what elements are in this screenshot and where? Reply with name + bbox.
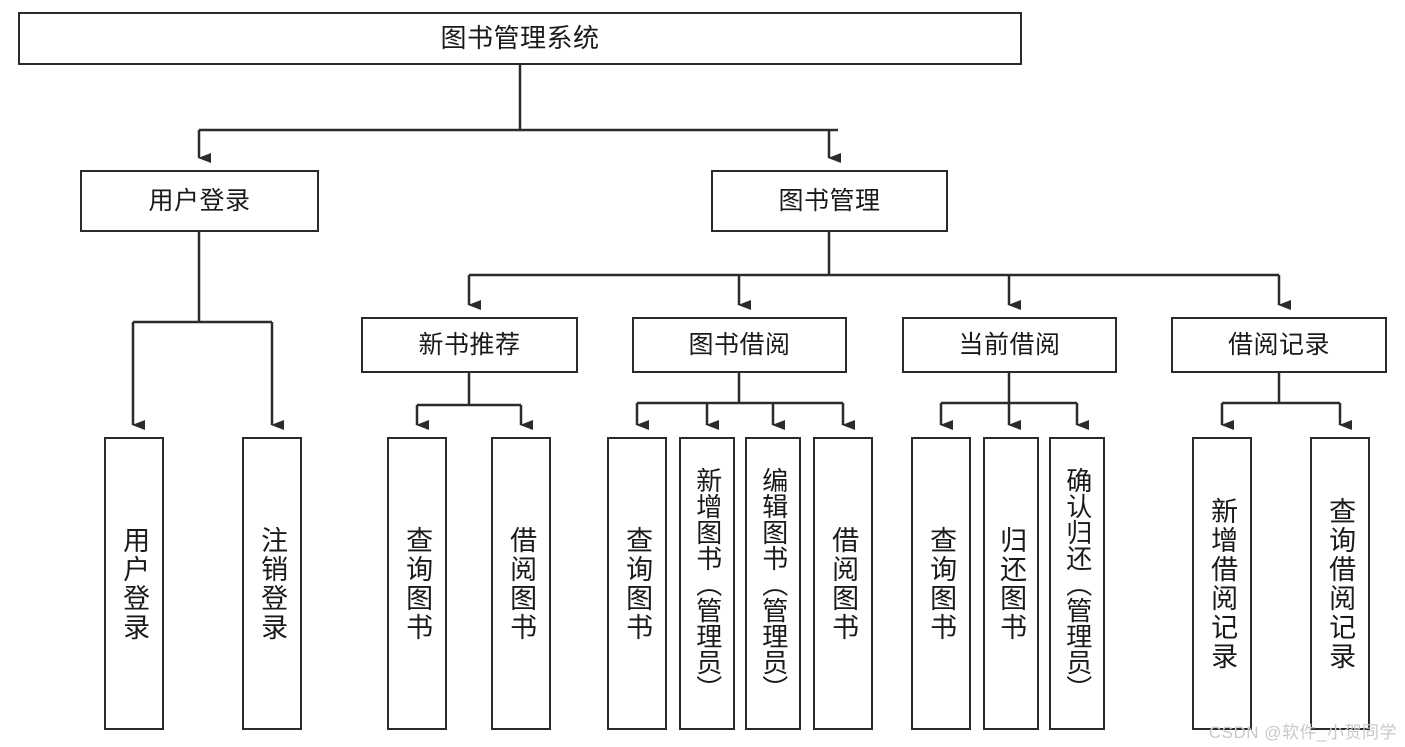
watermark-text: CSDN @软件_小贺同学 — [1208, 723, 1397, 742]
node-label: 查询图书 — [402, 525, 433, 642]
node-label: 用户登录 — [148, 186, 251, 215]
node-label: 注销登录 — [257, 525, 288, 642]
leaf-new-book-borrow-books[interactable]: 借阅图书 — [491, 437, 551, 730]
node-label: 新增图书（管理员） — [692, 466, 723, 701]
node-label: 图书管理 — [778, 186, 881, 215]
node-label: 借阅记录 — [1227, 330, 1330, 359]
leaf-new-book-query-books[interactable]: 查询图书 — [387, 437, 447, 730]
leaf-borrow-edit-book-admin[interactable]: 编辑图书（管理员） — [745, 437, 801, 730]
node-label: 图书管理系统 — [440, 22, 600, 53]
leaf-user-login-logout[interactable]: 注销登录 — [242, 437, 302, 730]
leaf-borrow-borrow-books[interactable]: 借阅图书 — [813, 437, 873, 730]
node-current-borrowing[interactable]: 当前借阅 — [902, 317, 1117, 373]
node-label: 新书推荐 — [418, 330, 521, 359]
node-label: 图书借阅 — [688, 330, 791, 359]
node-root-book-management-system[interactable]: 图书管理系统 — [18, 12, 1022, 65]
node-label: 用户登录 — [119, 525, 150, 642]
node-borrowing-records[interactable]: 借阅记录 — [1171, 317, 1387, 373]
leaf-borrow-add-book-admin[interactable]: 新增图书（管理员） — [679, 437, 735, 730]
node-user-login[interactable]: 用户登录 — [80, 170, 319, 232]
node-label: 新增借阅记录 — [1207, 496, 1238, 671]
node-book-borrowing[interactable]: 图书借阅 — [632, 317, 847, 373]
node-label: 查询图书 — [926, 525, 957, 642]
leaf-records-add-record[interactable]: 新增借阅记录 — [1192, 437, 1252, 730]
node-label: 借阅图书 — [828, 525, 859, 642]
node-label: 查询图书 — [622, 525, 653, 642]
leaf-borrow-query-books[interactable]: 查询图书 — [607, 437, 667, 730]
node-label: 借阅图书 — [506, 525, 537, 642]
node-label: 归还图书 — [996, 525, 1027, 642]
node-book-management[interactable]: 图书管理 — [711, 170, 948, 232]
node-label: 查询借阅记录 — [1325, 496, 1356, 671]
leaf-records-query-record[interactable]: 查询借阅记录 — [1310, 437, 1370, 730]
leaf-current-confirm-return-admin[interactable]: 确认归还（管理员） — [1049, 437, 1105, 730]
node-new-book-recommendation[interactable]: 新书推荐 — [361, 317, 578, 373]
leaf-user-login-login[interactable]: 用户登录 — [104, 437, 164, 730]
node-label: 编辑图书（管理员） — [758, 466, 789, 701]
node-label: 当前借阅 — [958, 330, 1061, 359]
leaf-current-return-books[interactable]: 归还图书 — [983, 437, 1039, 730]
node-label: 确认归还（管理员） — [1062, 466, 1093, 701]
leaf-current-query-books[interactable]: 查询图书 — [911, 437, 971, 730]
